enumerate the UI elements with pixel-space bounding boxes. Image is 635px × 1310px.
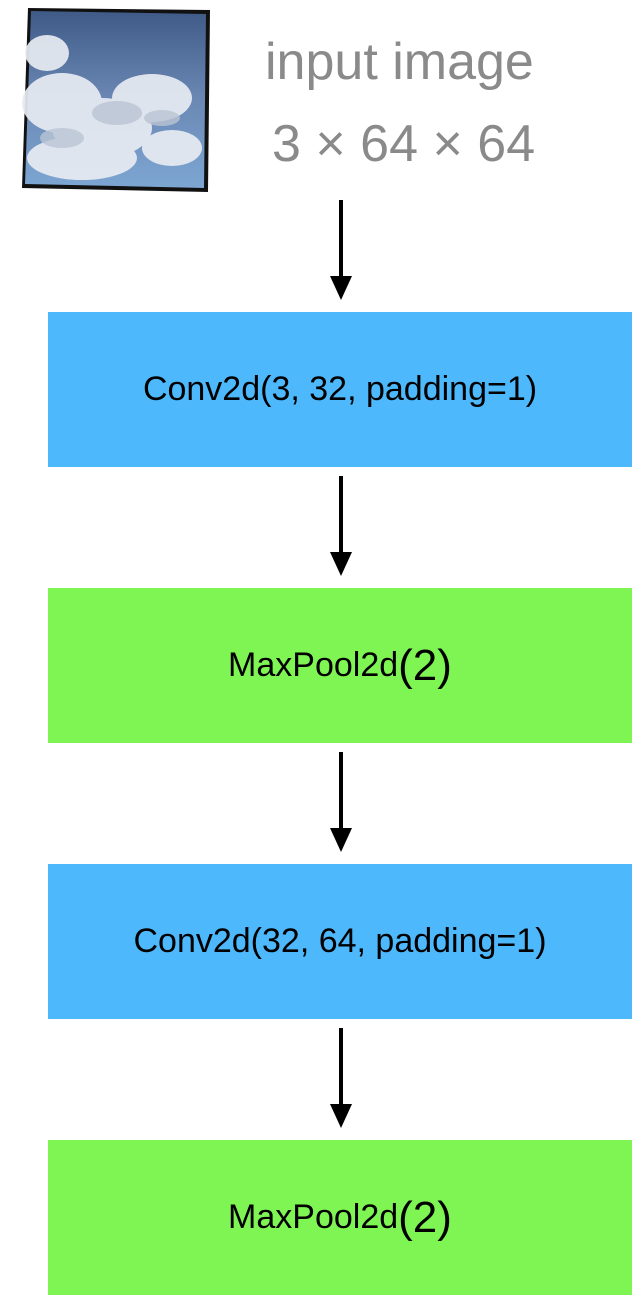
layer-maxpool2d-1-arg: (2) xyxy=(398,640,452,690)
layer-maxpool2d-2: MaxPool2d(2) xyxy=(48,1140,632,1295)
layer-conv2d-1-label: Conv2d(3, 32, padding=1) xyxy=(142,370,538,408)
input-image-thumbnail xyxy=(22,8,210,192)
layer-maxpool2d-1-name: MaxPool2d xyxy=(228,646,399,684)
flow-arrow-4 xyxy=(326,1028,356,1128)
input-image-label: input image xyxy=(265,33,534,91)
layer-conv2d-1: Conv2d(3, 32, padding=1) xyxy=(48,312,632,467)
layer-conv2d-2-label: Conv2d(32, 64, padding=1) xyxy=(133,922,547,960)
layer-maxpool2d-2-arg: (2) xyxy=(398,1192,452,1242)
layer-maxpool2d-1: MaxPool2d(2) xyxy=(48,588,632,743)
input-dimensions-label: 3 × 64 × 64 xyxy=(272,115,536,173)
flow-arrow-1 xyxy=(326,200,356,300)
flow-arrow-3 xyxy=(326,752,356,852)
layer-conv2d-2: Conv2d(32, 64, padding=1) xyxy=(48,864,632,1019)
layer-maxpool2d-2-name: MaxPool2d xyxy=(228,1198,399,1236)
flow-arrow-2 xyxy=(326,476,356,576)
